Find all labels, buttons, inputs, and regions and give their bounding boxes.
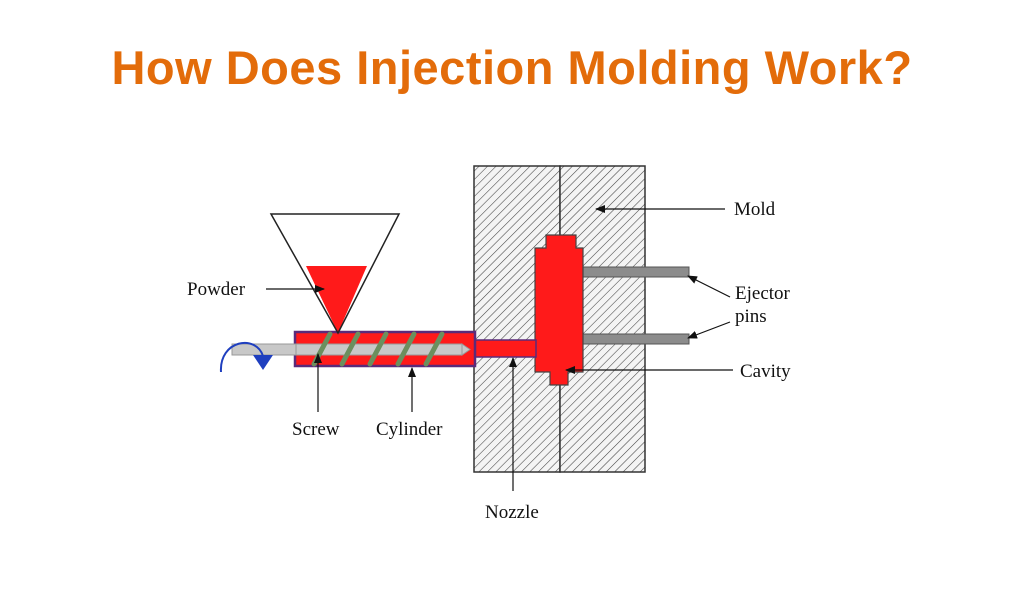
label-cylinder: Cylinder <box>376 419 443 440</box>
screw-flight <box>367 331 389 367</box>
label-screw: Screw <box>292 419 340 440</box>
hopper-powder <box>306 266 367 333</box>
label-powder: Powder <box>187 279 246 300</box>
label-mold: Mold <box>734 199 776 220</box>
screw-flight <box>423 331 445 367</box>
hopper-outline <box>269 213 401 335</box>
label-pins: pins <box>735 306 767 327</box>
cavity <box>534 234 584 386</box>
screw-flight <box>339 331 361 367</box>
nozzle-channel <box>473 339 537 358</box>
screw-tip <box>461 343 471 356</box>
leader-ejector-lower <box>687 321 731 339</box>
label-nozzle: Nozzle <box>485 502 539 523</box>
ejector-pin-lower <box>582 333 690 345</box>
leader-ejector-upper <box>687 275 731 298</box>
screw-flight <box>395 331 417 367</box>
hopper <box>269 213 401 335</box>
rotation-arrow-icon <box>219 341 273 373</box>
label-cavity: Cavity <box>740 361 791 382</box>
screw-shaft-outside <box>231 343 297 356</box>
page-title: How Does Injection Molding Work? <box>111 41 913 94</box>
label-ejector: Ejector <box>735 283 791 304</box>
ejector-pin-upper <box>582 266 690 278</box>
